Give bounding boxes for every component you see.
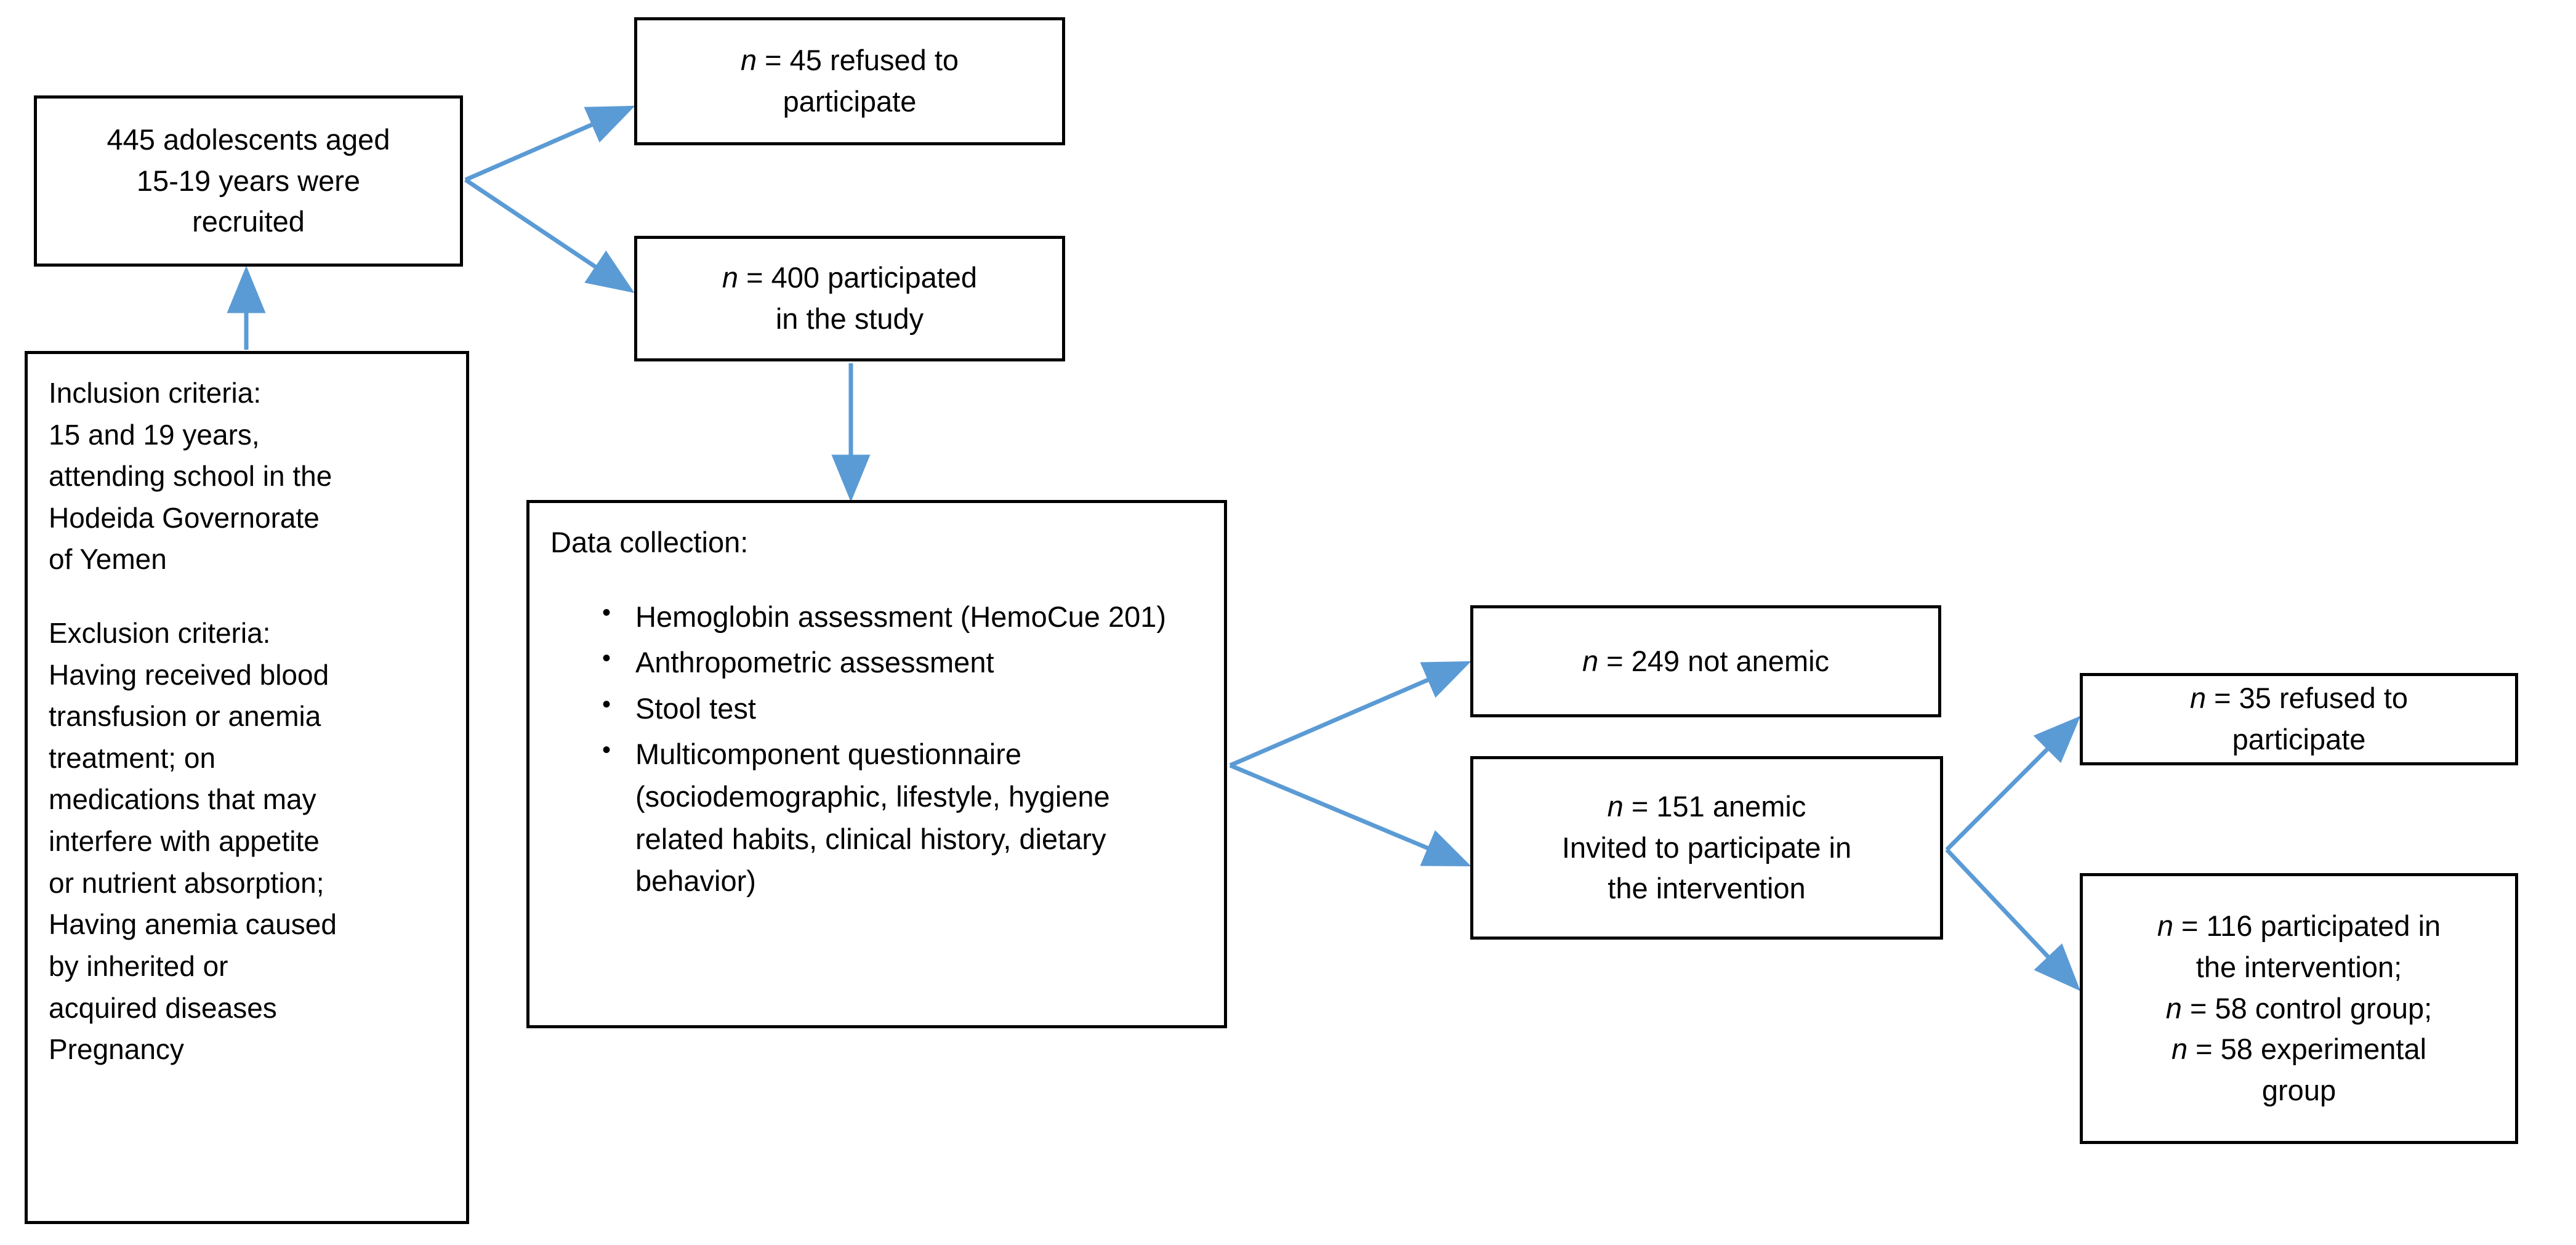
final116-line-3: n = 58 control group;: [2104, 988, 2494, 1029]
refused45-line-2: participate: [783, 85, 917, 118]
inclusion-line-2: attending school in the: [49, 460, 332, 493]
recruited-line-3: recruited: [192, 205, 305, 238]
anemic151-line-3: the intervention: [1608, 872, 1806, 905]
anemic151-line-2: Invited to participate in: [1561, 831, 1852, 864]
exclusion-line-8: by inherited or: [49, 949, 228, 982]
notanemic-line-1-rest: = 249 not anemic: [1598, 644, 1830, 677]
exclusion-line-2: transfusion or anemia: [49, 700, 321, 733]
datacollection-heading: Data collection:: [550, 526, 749, 558]
participated400-line-2: in the study: [775, 302, 924, 335]
node-refused-45[interactable]: n = 45 refused to participate: [634, 17, 1065, 145]
anemic151-line-1: n = 151 anemic: [1494, 786, 1919, 828]
refused35-line-1-rest: = 35 refused to: [2206, 682, 2409, 715]
inclusion-line-3: Hodeida Governorate: [49, 501, 320, 534]
edge-recruited-branch: [464, 105, 635, 293]
n-symbol: n: [1582, 644, 1599, 677]
exclusion-line-5: interfere with appetite: [49, 825, 320, 858]
final116-line-2: the intervention;: [2196, 950, 2402, 983]
exclusion-heading: Exclusion criteria:: [49, 617, 271, 650]
list-item: Hemoglobin assessment (HemoCue 201): [602, 595, 1203, 639]
exclusion-line-7: Having anemia caused: [49, 908, 337, 941]
exclusion-line-6: or nutrient absorption;: [49, 866, 324, 899]
exclusion-line-9: acquired diseases: [49, 991, 277, 1024]
n-symbol: n: [1607, 789, 1624, 823]
inclusion-line-1: 15 and 19 years,: [49, 418, 260, 451]
anemic151-line-1-rest: = 151 anemic: [1623, 789, 1806, 823]
recruited-line-1: 445 adolescents aged: [107, 123, 390, 156]
node-criteria[interactable]: Inclusion criteria: 15 and 19 years, att…: [25, 351, 469, 1224]
list-item: Anthropometric assessment: [602, 640, 1203, 684]
final116-line-3-rest: = 58 control group;: [2181, 991, 2433, 1025]
participated400-line-1-rest: = 400 participated: [738, 261, 978, 294]
n-symbol: n: [2171, 1033, 2188, 1066]
n-symbol: n: [722, 261, 739, 294]
refused35-line-2: participate: [2232, 723, 2366, 755]
edge-anemic151-branch: [1945, 715, 2081, 991]
edge-datacollection-branch: [1229, 661, 1471, 867]
n-symbol: n: [2165, 991, 2182, 1025]
node-refused-35[interactable]: n = 35 refused to participate: [2080, 673, 2518, 765]
node-participated-400[interactable]: n = 400 participated in the study: [634, 236, 1065, 361]
final116-line-4-rest: = 58 experimental: [2188, 1033, 2427, 1066]
n-symbol: n: [2189, 682, 2207, 715]
exclusion-line-10: Pregnancy: [49, 1033, 184, 1066]
list-item: Multicomponent questionnaire (sociodemog…: [602, 732, 1203, 902]
inclusion-line-4: of Yemen: [49, 543, 167, 576]
refused45-line-1: n = 45 refused to: [658, 40, 1041, 81]
exclusion-line-4: medications that may: [49, 783, 316, 816]
exclusion-line-1: Having received blood: [49, 658, 329, 691]
refused35-line-1: n = 35 refused to: [2104, 678, 2494, 719]
final116-line-1: n = 116 participated in: [2104, 906, 2494, 947]
final116-line-4: n = 58 experimental: [2104, 1029, 2494, 1070]
inclusion-heading: Inclusion criteria:: [49, 377, 262, 409]
n-symbol: n: [740, 44, 757, 77]
node-not-anemic-249[interactable]: n = 249 not anemic: [1470, 605, 1941, 717]
refused45-line-1-rest: = 45 refused to: [757, 44, 959, 77]
criteria-spacer: [49, 581, 445, 613]
node-recruited[interactable]: 445 adolescents aged 15-19 years were re…: [34, 95, 463, 267]
n-symbol: n: [2157, 909, 2173, 943]
node-data-collection[interactable]: Data collection: Hemoglobin assessment (…: [526, 500, 1227, 1028]
recruited-line-2: 15-19 years were: [136, 164, 361, 197]
node-anemic-151[interactable]: n = 151 anemic Invited to participate in…: [1470, 756, 1943, 940]
exclusion-line-3: treatment; on: [49, 741, 216, 774]
datacollection-spacer: [550, 564, 1203, 596]
datacollection-bullet-list: Hemoglobin assessment (HemoCue 201) Anth…: [550, 595, 1203, 903]
node-final-116[interactable]: n = 116 participated in the intervention…: [2080, 873, 2518, 1144]
notanemic-line-1: n = 249 not anemic: [1494, 641, 1917, 682]
participated400-line-1: n = 400 participated: [658, 257, 1041, 299]
final116-line-5: group: [2261, 1074, 2337, 1107]
final116-line-1-rest: = 116 participated in: [2173, 909, 2441, 943]
list-item: Stool test: [602, 687, 1203, 730]
